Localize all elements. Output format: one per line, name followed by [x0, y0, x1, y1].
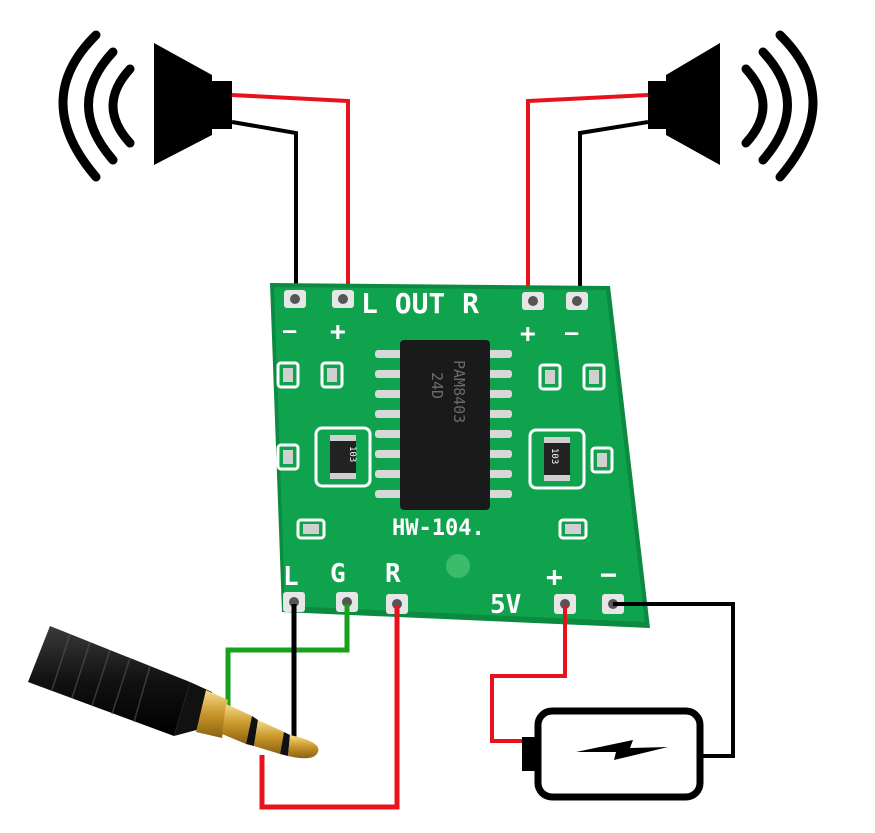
svg-text:103: 103	[549, 448, 559, 464]
speaker-right-icon	[648, 30, 818, 182]
svg-text:103: 103	[347, 446, 357, 462]
power-minus-sign: −	[600, 558, 617, 591]
out-left-plus-sign: +	[330, 317, 346, 347]
speaker-left-icon	[58, 30, 232, 182]
speaker-wires	[231, 93, 649, 290]
audio-jack-icon	[28, 626, 319, 759]
input-ground-label: G	[330, 559, 346, 589]
smd-components	[283, 368, 607, 534]
svg-text:PAM8403: PAM8403	[450, 360, 468, 423]
pam8403-chip: PAM8403 24D	[375, 340, 512, 510]
model-label: HW-104.	[392, 516, 485, 541]
input-wires	[225, 604, 400, 810]
power-plus-sign: +	[546, 560, 563, 593]
resistor-left: 103	[314, 426, 372, 488]
battery-icon	[522, 707, 704, 801]
power-label: 5V	[490, 590, 521, 620]
smd-pads	[276, 361, 614, 540]
mounting-hole	[446, 554, 470, 578]
output-label: L OUT R	[361, 287, 479, 320]
input-right-label: R	[385, 559, 401, 589]
out-right-minus-sign: —	[565, 321, 579, 346]
resistor-right: 103	[528, 428, 586, 490]
power-wires	[490, 602, 735, 758]
svg-text:24D: 24D	[428, 372, 446, 399]
lightning-icon	[576, 740, 668, 760]
input-left-label: L	[283, 562, 299, 592]
output-pads	[284, 290, 588, 310]
out-left-minus-sign: —	[283, 319, 297, 344]
out-right-plus-sign: +	[520, 319, 536, 349]
amplifier-board: L OUT R — + + —	[270, 283, 650, 628]
